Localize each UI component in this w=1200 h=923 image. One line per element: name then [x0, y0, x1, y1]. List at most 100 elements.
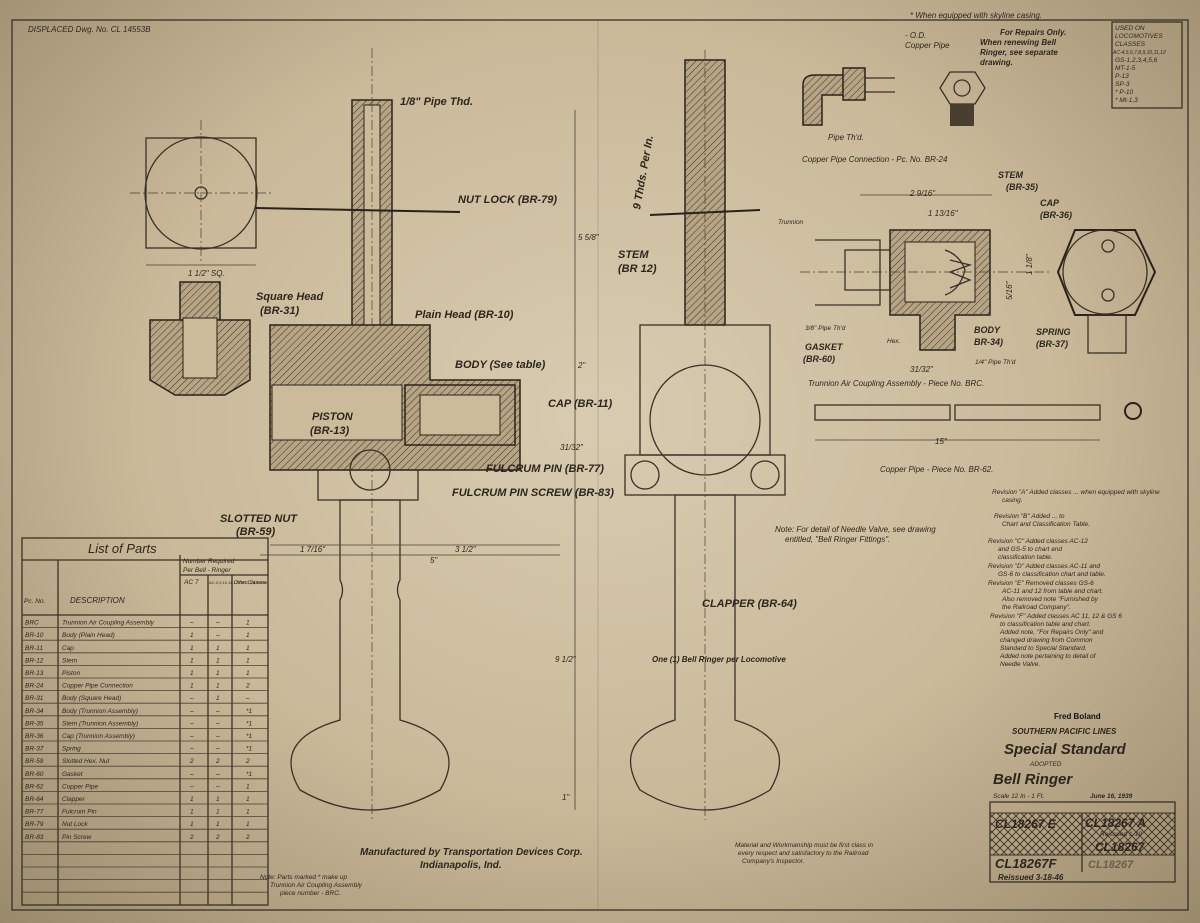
svg-text:Ringer, see separate: Ringer, see separate	[980, 48, 1058, 57]
svg-text:to classification table and ch: to classification table and chart.	[1000, 621, 1091, 628]
square-head-pc-label: (BR-31)	[260, 305, 299, 317]
svg-text:AC-4,5,6,7,8,9,10,11,12: AC-4,5,6,7,8,9,10,11,12	[1112, 50, 1166, 56]
parts-cell: BRC	[25, 620, 39, 627]
svg-text:Number Required: Number Required	[183, 558, 235, 565]
parts-cell: 1	[190, 796, 194, 803]
svg-text:MT-1-5: MT-1-5	[1115, 65, 1136, 72]
svg-text:1 1/8": 1 1/8"	[1025, 253, 1034, 275]
parts-cell: Pin Screw	[62, 834, 93, 841]
svg-text:Reissued 3-18-46: Reissued 3-18-46	[998, 873, 1064, 882]
svg-text:Material and Workmanship must: Material and Workmanship must be first c…	[735, 842, 873, 849]
used-on-table: USED ON LOCOMOTIVES CLASSES AC-4,5,6,7,8…	[1111, 21, 1183, 109]
fulcrum-pin-label: FULCRUM PIN (BR-77)	[486, 463, 604, 475]
square-head-label: Square Head	[256, 291, 324, 303]
parts-cell: BR-36	[25, 733, 44, 740]
svg-text:Scale 12 In - 1 Ft.: Scale 12 In - 1 Ft.	[993, 793, 1044, 800]
parts-cell: 1	[190, 657, 194, 664]
svg-text:piece number - BRC.: piece number - BRC.	[279, 890, 341, 897]
svg-text:1 7/16": 1 7/16"	[300, 545, 326, 554]
parts-cell: 1	[190, 645, 194, 652]
parts-cell: 2	[245, 683, 250, 690]
svg-text:Revision "E" Removed classes G: Revision "E" Removed classes GS-6	[988, 580, 1094, 587]
svg-text:Bell Ringer: Bell Ringer	[993, 771, 1073, 788]
parts-cell: –	[215, 632, 220, 639]
pipe-thd-label: 1/8" Pipe Thd.	[400, 96, 473, 108]
svg-text:* Mt-1,3: * Mt-1,3	[1115, 97, 1138, 104]
parts-cell: *1	[246, 720, 253, 727]
parts-cell: Body (Trunnion Assembly)	[62, 708, 138, 715]
piston-label: PISTON	[312, 411, 354, 423]
svg-text:(BR-60): (BR-60)	[803, 354, 835, 364]
parts-cell: 1	[190, 683, 194, 690]
parts-cell: Stem	[62, 657, 78, 664]
parts-cell: 1	[190, 632, 194, 639]
parts-cell: BR-12	[25, 657, 44, 664]
parts-cell: –	[189, 620, 194, 627]
revision-notes: Revision "A" Added classes ... when equi…	[988, 489, 1160, 668]
svg-text:1": 1"	[562, 793, 570, 802]
svg-text:Copper Pipe: Copper Pipe	[905, 41, 950, 50]
parts-cell: BR-31	[25, 695, 44, 702]
parts-cell: 1	[216, 809, 220, 816]
parts-cell: 1	[216, 645, 220, 652]
parts-cell: –	[245, 695, 250, 702]
svg-text:9 1/2": 9 1/2"	[555, 655, 577, 664]
parts-cell: BR-10	[25, 632, 44, 639]
parts-cell: 2	[215, 834, 220, 841]
parts-cell: –	[189, 733, 194, 740]
svg-text:Revision "C" Added classes AC-: Revision "C" Added classes AC-12	[988, 538, 1088, 545]
one-per-locomotive: One (1) Bell Ringer per Locomotive	[652, 655, 786, 664]
parts-cell: BR-59	[25, 758, 44, 765]
svg-text:Per Bell - Ringer: Per Bell - Ringer	[183, 567, 232, 574]
svg-text:Trunnion Air Coupling Assembly: Trunnion Air Coupling Assembly	[270, 882, 363, 889]
svg-text:CL18267 A: CL18267 A	[1085, 816, 1146, 830]
displaced-note: DISPLACED Dwg. No. CL 14553B	[28, 25, 151, 34]
parts-cell: *1	[246, 771, 253, 778]
svg-text:CL18267: CL18267	[1088, 859, 1134, 871]
parts-cell: Trunnion Air Coupling Assembly	[62, 620, 155, 627]
square-head-end-view: 1 1/2" SQ.	[130, 120, 272, 278]
cap-label: CAP (BR-11)	[548, 398, 613, 410]
svg-text:5": 5"	[430, 556, 438, 565]
svg-text:Chart and Classification Table: Chart and Classification Table.	[1002, 521, 1090, 528]
parts-cell: *1	[246, 733, 253, 740]
svg-text:(BR-13): (BR-13)	[310, 425, 349, 437]
parts-cell: –	[189, 695, 194, 702]
svg-text:CL18267 E: CL18267 E	[995, 817, 1057, 831]
svg-text:USED ON: USED ON	[1115, 25, 1145, 32]
svg-text:ADOPTED: ADOPTED	[1029, 761, 1062, 768]
parts-cell: Piston	[62, 670, 80, 677]
parts-cell: Stem (Trunnion Assembly)	[62, 720, 138, 727]
svg-text:Pipe Th'd.: Pipe Th'd.	[828, 133, 864, 142]
svg-text:P-13: P-13	[1115, 73, 1129, 80]
svg-text:Added note pertaining to detai: Added note pertaining to detail of	[999, 653, 1097, 660]
svg-text:SPRING: SPRING	[1036, 327, 1071, 337]
svg-text:15": 15"	[935, 437, 948, 446]
parts-cell: 1	[190, 670, 194, 677]
parts-cell: 1	[246, 783, 250, 790]
svg-text:every respect and satisfactory: every respect and satisfactory to the Ra…	[738, 850, 869, 857]
svg-text:3/8" Pipe Th'd: 3/8" Pipe Th'd	[805, 325, 846, 332]
parts-cell: BR-24	[25, 683, 44, 690]
svg-text:GS-6 to classification chart a: GS-6 to classification chart and table.	[998, 571, 1106, 578]
svg-text:Hex.: Hex.	[887, 338, 901, 345]
svg-text:June 16, 1939: June 16, 1939	[1090, 793, 1133, 800]
svg-text:Special Standard: Special Standard	[1004, 741, 1127, 758]
svg-text:(BR 12): (BR 12)	[618, 263, 657, 275]
parts-cell: 1	[246, 645, 250, 652]
parts-cell: Body (Square Head)	[62, 695, 121, 702]
sq-dim: 1 1/2" SQ.	[188, 269, 225, 278]
clapper-label: CLAPPER (BR-64)	[702, 598, 797, 610]
parts-cell: 2	[189, 758, 194, 765]
parts-cell: 1	[216, 821, 220, 828]
trunnion-title: Trunnion Air Coupling Assembly - Piece N…	[808, 379, 984, 388]
svg-text:SOUTHERN PACIFIC LINES: SOUTHERN PACIFIC LINES	[1012, 727, 1117, 736]
